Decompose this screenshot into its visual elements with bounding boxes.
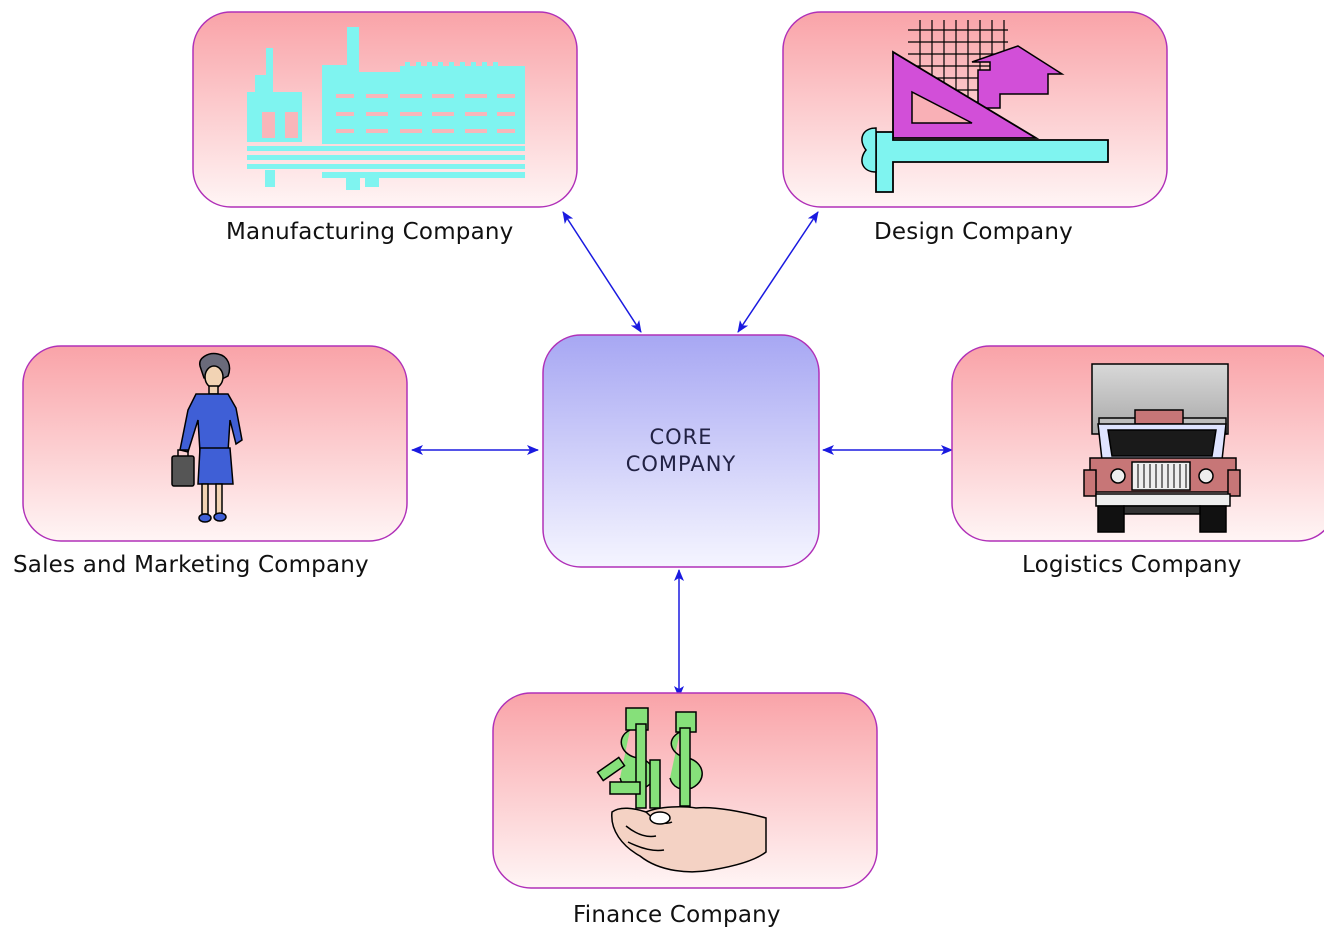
core-label-line2: COMPANY: [625, 452, 737, 476]
node-label-logistics: Logistics Company: [1022, 552, 1242, 578]
truck-icon: [1083, 363, 1241, 533]
core-label: CORE COMPANY: [543, 424, 819, 478]
core-label-line1: CORE: [649, 425, 713, 449]
node-core[interactable]: [542, 334, 820, 568]
connector-core-manufacturing: [562, 211, 642, 333]
node-label-manufacturing: Manufacturing Company: [226, 219, 514, 245]
factory-windows: [262, 94, 515, 138]
node-label-sales: Sales and Marketing Company: [13, 552, 369, 578]
node-label-design: Design Company: [874, 219, 1073, 245]
drafting-tools-icon: [861, 20, 1109, 193]
connector-core-design: [737, 211, 819, 333]
businesswoman-icon: [171, 352, 243, 523]
node-label-finance: Finance Company: [573, 902, 781, 928]
money-in-hand-icon: [596, 707, 767, 873]
